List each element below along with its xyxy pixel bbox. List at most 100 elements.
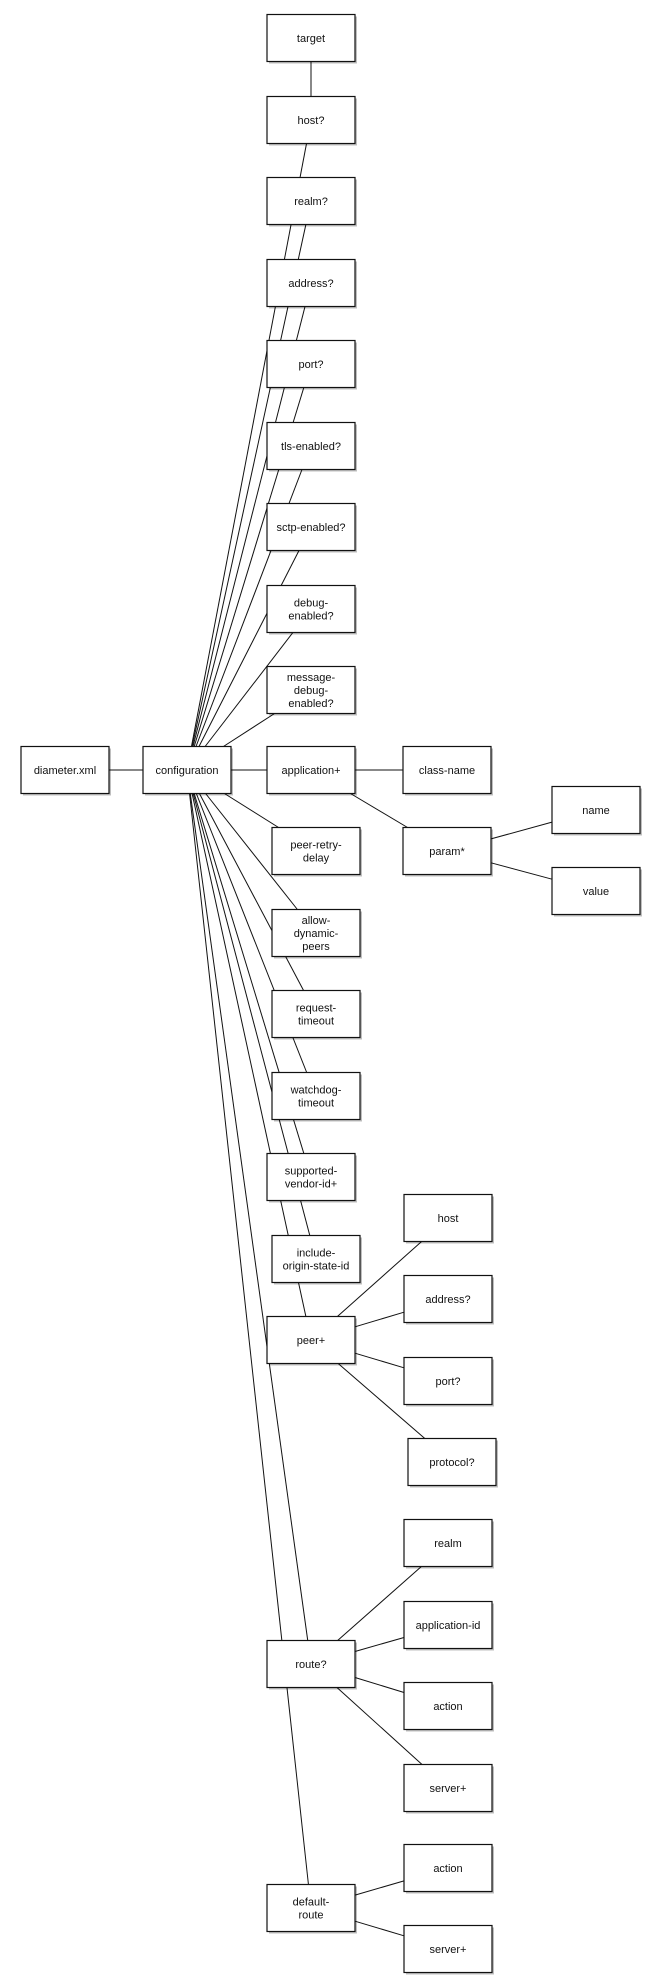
- node-label-line: route: [298, 1910, 323, 1922]
- edge-param-star-to-name: [490, 821, 553, 840]
- node-label: default-route: [293, 1897, 330, 1922]
- node-name: name: [551, 785, 642, 836]
- edge-configuration-to-debug-enabled-opt: [204, 632, 294, 747]
- node-label-line: origin-state-id: [283, 1261, 350, 1273]
- node-box: [266, 339, 356, 389]
- node-label-line: sctp-enabled?: [276, 522, 345, 534]
- node-label-line: port?: [298, 359, 323, 371]
- node-label: realm?: [294, 196, 328, 208]
- node-host-opt: host?: [266, 95, 357, 146]
- edge-configuration-to-request-timeout: [198, 793, 305, 991]
- node-label-line: allow-: [302, 915, 331, 927]
- node-box: [403, 1356, 493, 1406]
- node-box: [266, 1883, 356, 1933]
- node-value: value: [551, 866, 642, 917]
- edge-route-opt-to-route-realm: [337, 1566, 422, 1641]
- node-box: [20, 745, 110, 795]
- edge-peer-plus-to-peer-address-opt: [354, 1311, 405, 1328]
- node-route-server-plus: server+: [403, 1763, 494, 1814]
- node-label: port?: [298, 359, 323, 371]
- node-label-line: diameter.xml: [34, 765, 96, 777]
- node-box: [266, 176, 356, 226]
- edges-layer: [109, 61, 553, 1937]
- node-label: server+: [430, 1783, 467, 1795]
- node-label: application+: [281, 765, 340, 777]
- node-box: [551, 785, 641, 835]
- node-debug-enabled-opt: debug-enabled?: [266, 584, 357, 635]
- node-label: target: [297, 33, 325, 45]
- node-label-line: value: [583, 886, 609, 898]
- node-label: route?: [295, 1659, 326, 1671]
- node-application-plus: application+: [266, 745, 357, 796]
- node-param-star: param*: [402, 826, 493, 877]
- node-route-realm: realm: [403, 1518, 494, 1569]
- node-box: [403, 1681, 493, 1731]
- node-label-line: param*: [429, 846, 465, 858]
- edge-peer-plus-to-peer-host: [337, 1241, 422, 1317]
- edge-route-opt-to-route-application-id: [354, 1637, 405, 1652]
- node-label-line: realm: [434, 1538, 462, 1550]
- node-address-opt: address?: [266, 258, 357, 309]
- node-box: [266, 95, 356, 145]
- node-label-line: realm?: [294, 196, 328, 208]
- node-label: port?: [435, 1376, 460, 1388]
- node-label-line: route?: [295, 1659, 326, 1671]
- edge-route-opt-to-route-action: [354, 1677, 405, 1693]
- node-box: [403, 1924, 493, 1974]
- node-box: [402, 826, 492, 876]
- node-box: [266, 745, 356, 795]
- node-label: sctp-enabled?: [276, 522, 345, 534]
- node-box: [266, 1315, 356, 1365]
- node-label-line: tls-enabled?: [281, 441, 341, 453]
- node-label-line: vendor-id+: [285, 1179, 337, 1191]
- node-label-line: request-: [296, 1003, 337, 1015]
- nodes-layer: diameter.xml configuration target host? real…: [20, 13, 642, 1975]
- node-supported-vendor-id-plus: supported-vendor-id+: [266, 1152, 357, 1203]
- node-box: [271, 989, 361, 1039]
- node-route-application-id: application-id: [403, 1600, 494, 1651]
- node-label-line: peer-retry-: [290, 840, 342, 852]
- node-label-line: debug-: [294, 598, 329, 610]
- node-default-route-action: action: [403, 1843, 494, 1894]
- edge-default-route-to-default-route-server-plus: [354, 1920, 405, 1937]
- node-label: host: [438, 1213, 459, 1225]
- node-realm-opt: realm?: [266, 176, 357, 227]
- node-peer-host: host: [403, 1193, 494, 1244]
- node-label: address?: [425, 1294, 470, 1306]
- node-label-line: enabled?: [288, 611, 333, 623]
- node-label: allow-dynamic-peers: [294, 915, 339, 953]
- node-box: [266, 665, 356, 715]
- node-label: server+: [430, 1944, 467, 1956]
- node-label-line: host: [438, 1213, 459, 1225]
- node-box: [266, 1639, 356, 1689]
- edge-application-plus-to-param-star: [350, 793, 408, 828]
- node-request-timeout: request-timeout: [271, 989, 362, 1040]
- node-label-line: server+: [430, 1783, 467, 1795]
- node-label-line: supported-: [285, 1166, 338, 1178]
- node-sctp-enabled-opt: sctp-enabled?: [266, 502, 357, 553]
- node-box: [271, 1234, 361, 1284]
- node-box: [142, 745, 232, 795]
- node-box: [266, 13, 356, 63]
- edge-configuration-to-message-debug-enabled-opt: [223, 713, 275, 747]
- node-label-line: default-: [293, 1897, 330, 1909]
- edge-peer-plus-to-peer-port-opt: [354, 1352, 405, 1369]
- node-label: action: [433, 1863, 462, 1875]
- node-label-line: delay: [303, 853, 330, 865]
- node-label-line: host?: [298, 115, 325, 127]
- node-label-line: watchdog-: [290, 1085, 342, 1097]
- node-box: [271, 826, 361, 876]
- node-label-line: debug-: [294, 685, 329, 697]
- node-peer-address-opt: address?: [403, 1274, 494, 1325]
- node-box: [266, 1152, 356, 1202]
- node-label: configuration: [156, 765, 219, 777]
- edge-configuration-to-realm-opt: [191, 224, 307, 747]
- node-label: diameter.xml: [34, 765, 96, 777]
- node-label: name: [582, 805, 610, 817]
- node-label-line: action: [433, 1863, 462, 1875]
- node-label-line: timeout: [298, 1098, 334, 1110]
- edge-configuration-to-allow-dynamic-peers: [205, 793, 298, 910]
- node-label-line: configuration: [156, 765, 219, 777]
- node-label: include-origin-state-id: [283, 1248, 350, 1273]
